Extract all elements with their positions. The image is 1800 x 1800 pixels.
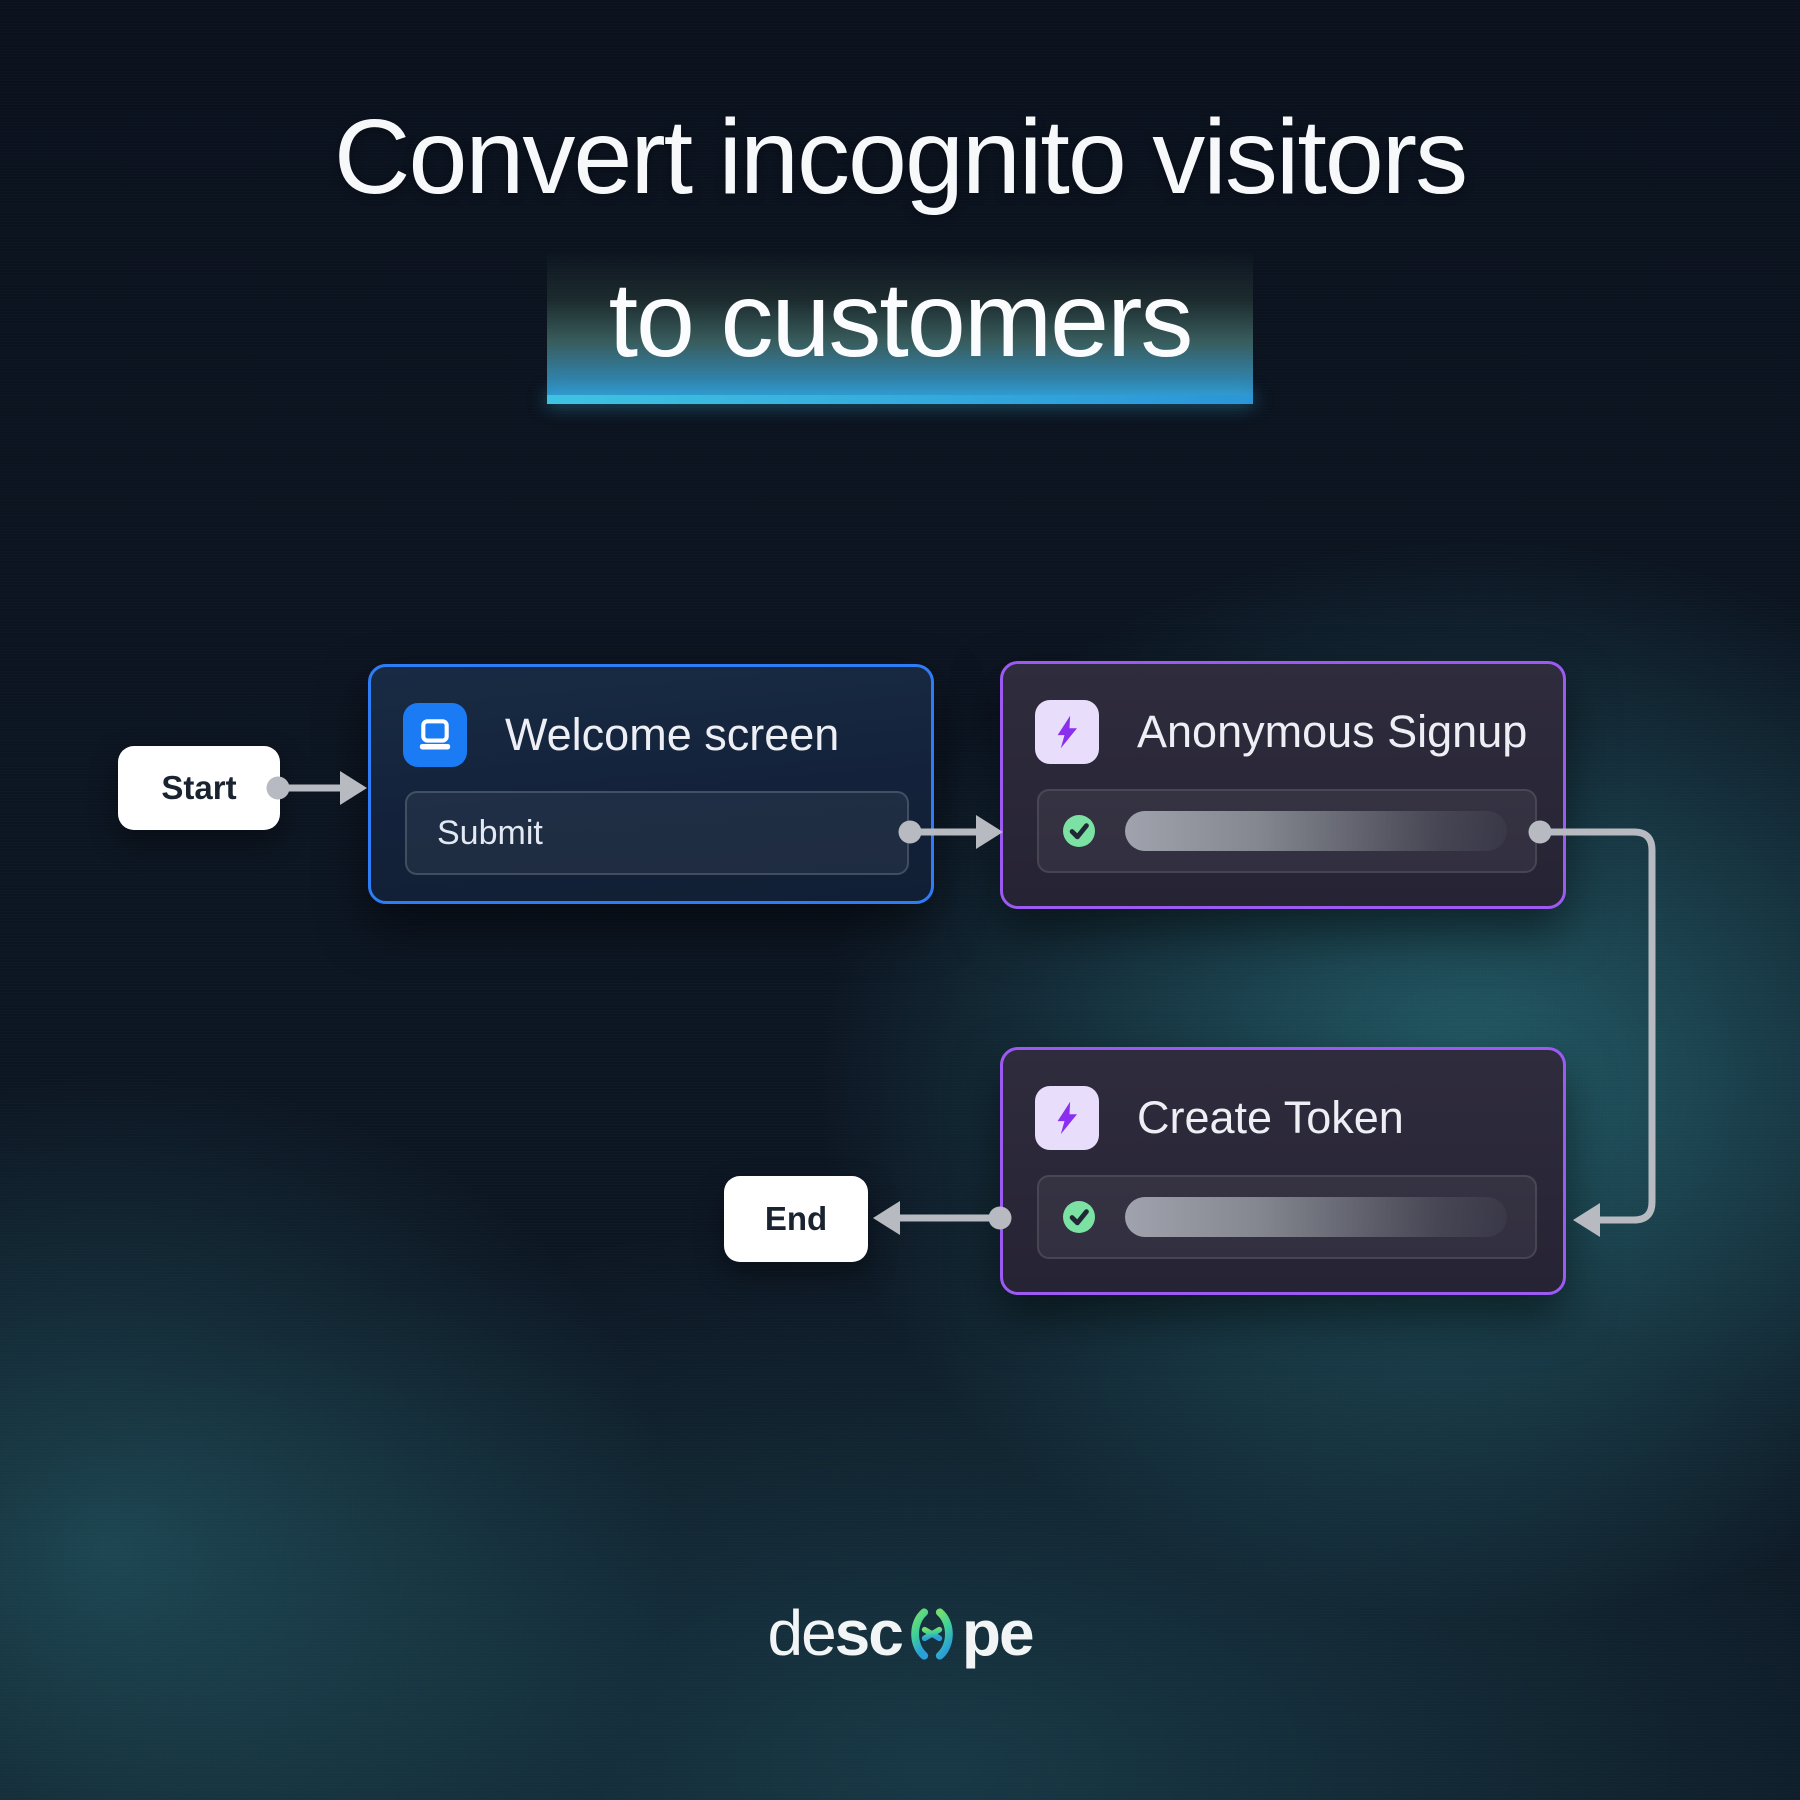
logo-text-sc: sc (834, 1597, 904, 1669)
laptop-icon (403, 703, 467, 767)
welcome-screen-node[interactable]: Welcome screen Submit (368, 664, 934, 904)
submit-button-label: Submit (437, 813, 543, 852)
skeleton-bar (1125, 1197, 1507, 1237)
connector-arrowhead-icon (1573, 1203, 1600, 1237)
logo-text-pe: pe (961, 1597, 1035, 1669)
page-title: Convert incognito visitors to customers (0, 94, 1800, 405)
welcome-node-header: Welcome screen (371, 667, 931, 767)
submit-button[interactable]: Submit (405, 791, 909, 875)
connector-create-token-to-end (873, 1201, 1012, 1235)
create-token-header: Create Token (1003, 1050, 1563, 1150)
lightning-icon (1035, 700, 1099, 764)
start-node[interactable]: Start (118, 746, 280, 830)
node-title: Anonymous Signup (1137, 706, 1528, 757)
output-row[interactable] (1037, 789, 1537, 873)
connector-start-to-welcome (266, 771, 367, 805)
end-node[interactable]: End (724, 1176, 868, 1262)
check-icon (1063, 1201, 1095, 1233)
title-line-1: Convert incognito visitors (333, 98, 1468, 216)
output-row[interactable] (1037, 1175, 1537, 1259)
anonymous-signup-node[interactable]: Anonymous Signup (1000, 661, 1566, 909)
logo-text-de: de (767, 1597, 836, 1669)
skeleton-bar (1125, 811, 1507, 851)
connector-arrowhead-icon (873, 1201, 900, 1235)
connector-arrowhead-icon (340, 771, 367, 805)
anonymous-signup-header: Anonymous Signup (1003, 664, 1563, 764)
node-title: Welcome screen (505, 709, 840, 760)
check-icon (1063, 815, 1095, 847)
end-node-label: End (764, 1200, 828, 1237)
node-title: Create Token (1137, 1092, 1404, 1143)
start-node-label: Start (161, 769, 237, 806)
descope-o-glyph-icon (902, 1598, 962, 1669)
lightning-icon (1035, 1086, 1099, 1150)
create-token-node[interactable]: Create Token (1000, 1047, 1566, 1295)
connector-arrowhead-icon (976, 815, 1003, 849)
title-line-2-highlight: to customers (546, 251, 1254, 405)
